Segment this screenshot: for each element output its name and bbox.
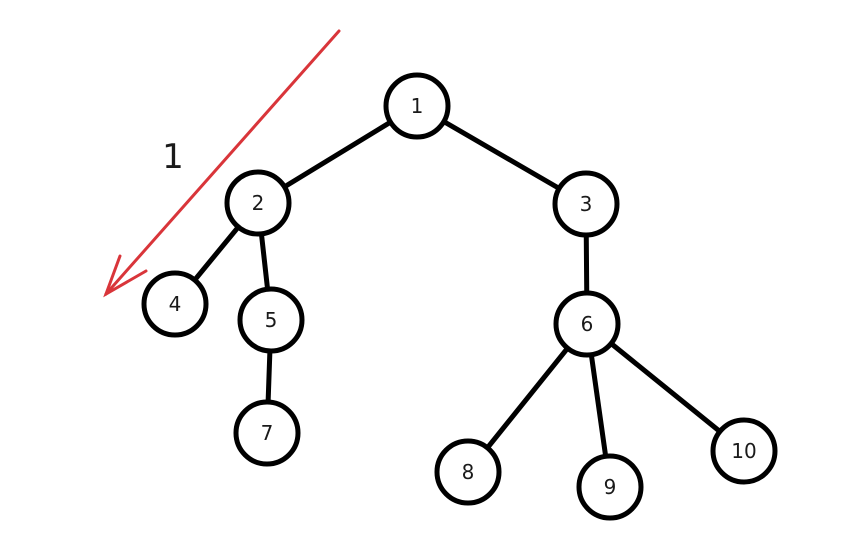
node-circle-6 <box>553 290 621 358</box>
node-label-3: 3 <box>580 192 593 216</box>
node-10: 10 <box>710 417 778 485</box>
edge-6-10 <box>584 321 747 454</box>
node-5: 5 <box>237 286 305 354</box>
node-1: 1 <box>383 72 451 140</box>
node-3: 3 <box>552 170 620 238</box>
node-label-6: 6 <box>581 312 594 336</box>
node-label-10: 10 <box>731 439 756 463</box>
node-circle-2 <box>224 169 292 237</box>
node-label-7: 7 <box>261 421 274 445</box>
node-circle-5 <box>237 286 305 354</box>
node-circle-9 <box>576 453 644 521</box>
node-4: 4 <box>141 270 209 338</box>
node-circle-7 <box>233 399 301 467</box>
nodes-layer: 1 2 3 4 5 6 7 8 9 10 <box>141 72 778 521</box>
node-label-4: 4 <box>169 292 182 316</box>
traversal-arrow-shaft <box>104 29 341 296</box>
traversal-arrow-head <box>103 254 148 298</box>
node-label-2: 2 <box>252 191 265 215</box>
node-label-1: 1 <box>411 94 424 118</box>
node-6: 6 <box>553 290 621 358</box>
traversal-arrow: 1 <box>103 29 341 298</box>
node-circle-1 <box>383 72 451 140</box>
node-9: 9 <box>576 453 644 521</box>
node-2: 2 <box>224 169 292 237</box>
node-label-5: 5 <box>265 308 278 332</box>
node-label-8: 8 <box>462 460 475 484</box>
node-circle-8 <box>434 438 502 506</box>
node-7: 7 <box>233 399 301 467</box>
node-label-9: 9 <box>604 475 617 499</box>
traversal-arrow-label: 1 <box>162 137 184 177</box>
node-circle-3 <box>552 170 620 238</box>
node-circle-10 <box>710 417 778 485</box>
node-8: 8 <box>434 438 502 506</box>
node-circle-4 <box>141 270 209 338</box>
